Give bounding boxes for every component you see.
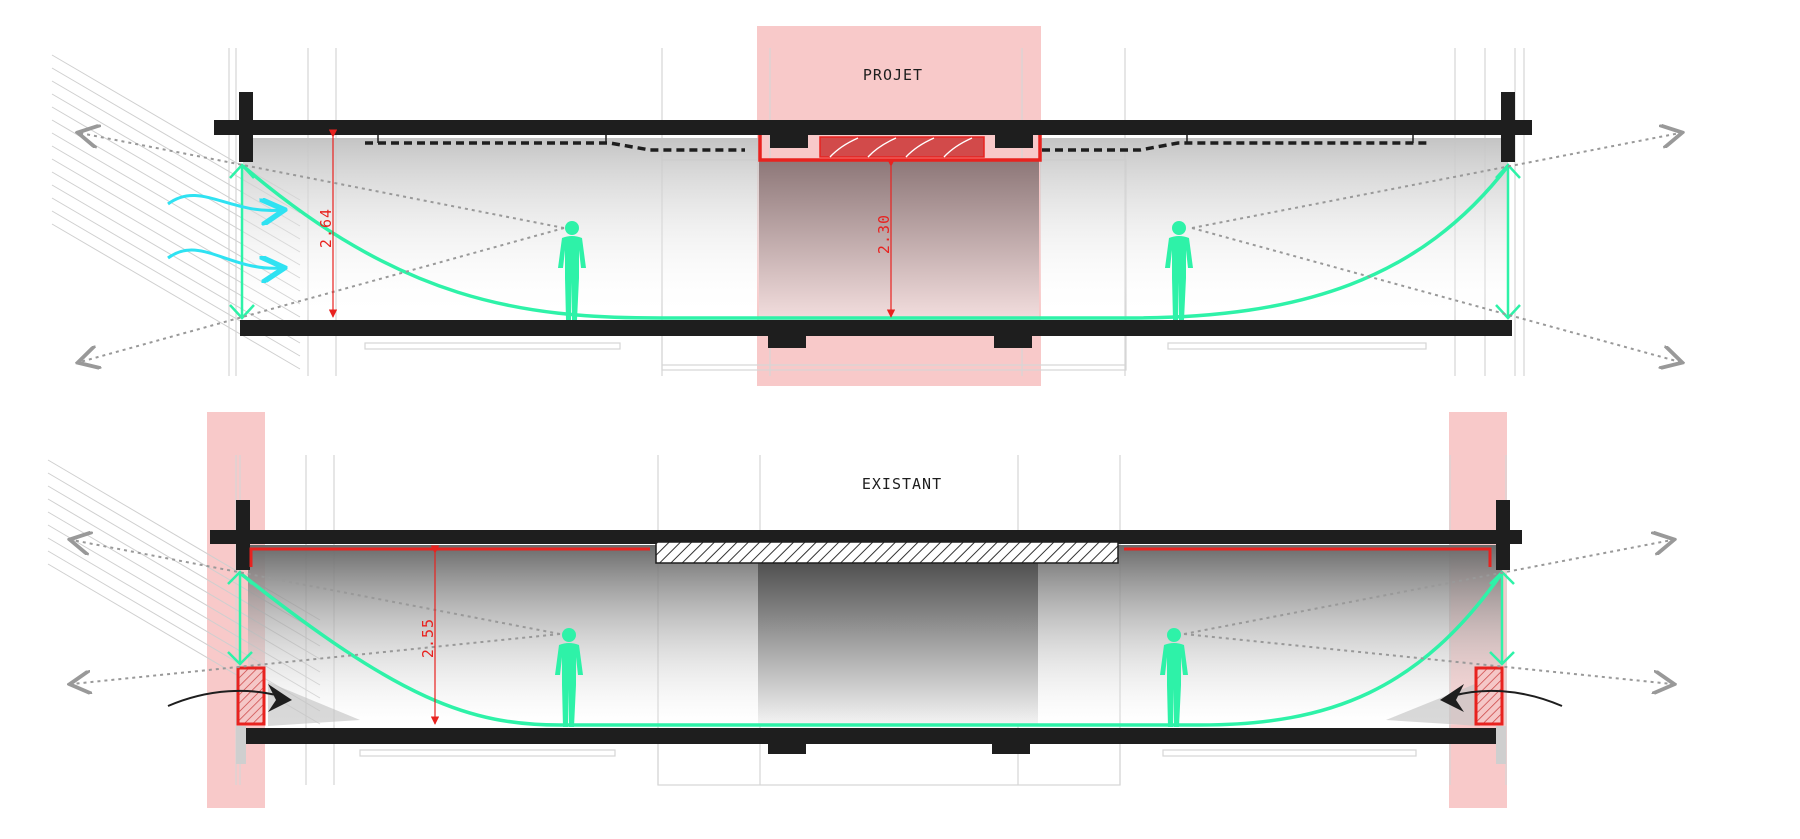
existant-title: EXISTANT — [862, 475, 942, 493]
existant-interior-shade-center — [758, 545, 1038, 725]
projet-dimension-side-label: 2.64 — [317, 208, 335, 248]
existant-corner-light-left — [268, 682, 360, 726]
projet-dimension-center: 2.30 — [875, 158, 896, 318]
radiator-icon — [236, 666, 266, 726]
projet-column-right — [1501, 92, 1515, 162]
projet-interior-shade-center — [759, 160, 1039, 320]
projet-opening-arrows — [229, 163, 1521, 320]
projet-column-left — [239, 92, 253, 162]
radiator-icon — [1474, 666, 1504, 726]
existant-column-right — [1496, 500, 1510, 570]
existant-interior-shade-right — [1038, 545, 1502, 725]
projet-beam-stub-1 — [768, 332, 806, 348]
projet-ceiling-duct — [758, 135, 1042, 162]
existant-ceiling-beam — [655, 541, 1119, 564]
section-existant: 2.55 EXISTANT — [47, 412, 1672, 808]
projet-beam-stub-2 — [994, 332, 1032, 348]
projet-structure — [214, 92, 1532, 348]
projet-title: PROJET — [863, 66, 923, 84]
projet-light-curve — [241, 164, 1510, 320]
existant-ceiling-outline — [249, 547, 1492, 567]
existant-sightlines — [72, 540, 1672, 684]
existant-column-left — [236, 500, 250, 570]
projet-interior-shade-right — [1040, 138, 1508, 318]
existant-dimension-side: 2.55 — [419, 545, 440, 725]
projet-dimension-center-label: 2.30 — [875, 214, 893, 254]
existant-interior-shade-left — [248, 545, 758, 725]
projet-sightlines — [80, 133, 1680, 362]
projet-ceiling-slab — [214, 120, 1532, 135]
air-flow-arrow-icon — [1440, 684, 1563, 712]
section-projet: 2.64 2.30 PROJET — [51, 26, 1680, 386]
existant-floor-slab — [236, 728, 1504, 744]
projet-false-ceiling — [365, 133, 1430, 152]
wind-arrow-icon — [167, 194, 282, 269]
air-flow-arrow-icon — [167, 684, 292, 712]
projet-floor-slab — [240, 320, 1512, 336]
existant-ceiling-slab — [210, 530, 1522, 544]
existant-light-curve — [238, 571, 1504, 727]
existant-opening-arrows — [227, 570, 1515, 666]
existant-structure — [210, 500, 1522, 754]
existant-dimension-side-label: 2.55 — [419, 618, 437, 658]
projet-dimension-side: 2.64 — [317, 129, 338, 318]
